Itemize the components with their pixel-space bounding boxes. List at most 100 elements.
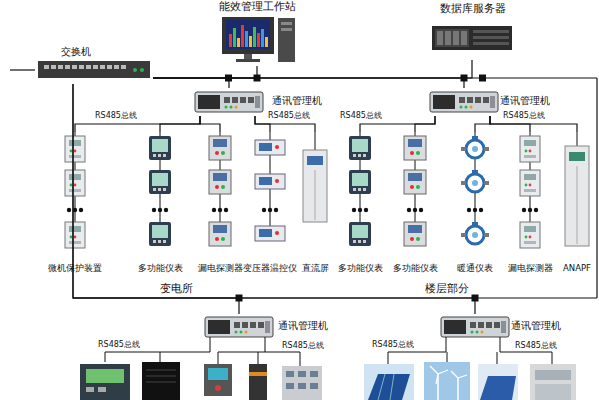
substation-equipment [86,387,94,392]
field-device-column [262,208,278,212]
rs485-link [415,116,435,132]
building-energy-equipment [451,371,458,378]
ethernet-link [73,84,239,314]
building-energy-equipment [364,362,576,400]
anapf-cabinet [569,152,585,161]
rs485-wiring [447,352,448,362]
rs485-wiring [105,337,552,366]
rs485-wiring [258,352,259,364]
ethernet-link [153,78,464,88]
field-device-column [461,222,489,244]
field-device-column [209,170,231,194]
network-switch [114,65,119,69]
ethernet-link [153,66,257,78]
comm-manager-device [195,92,509,337]
bus-label: RS485总线 [372,341,414,349]
dc-panel-cabinet [303,150,327,222]
rs485-daisy-chain [75,132,577,236]
field-device-column [349,136,371,160]
workstation-computer [257,33,260,47]
network-switch [121,65,126,69]
database-server [473,42,509,45]
comm-manager-device [430,92,498,112]
workstation-computer [249,36,252,47]
rs485-wiring [218,352,219,364]
area-label: 楼层部分 [425,283,469,294]
field-device-column [461,170,489,192]
building-energy-equipment [436,374,438,384]
bus-label: RS485总线 [503,112,545,120]
field-device-column [404,222,426,246]
field-device-column [520,222,540,248]
network-switch [51,65,56,69]
field-device-column [404,136,426,160]
field-device-column [404,170,426,194]
node-label: 通讯管理机 [511,320,561,331]
network-switch [38,61,150,78]
building-energy-equipment [530,364,576,400]
dc-panel-cabinet [307,156,323,165]
building-energy-equipment [378,374,385,400]
node-label: 通讯管理机 [278,320,328,331]
database-server [473,36,509,39]
node-label: 多功能仪表 [392,264,438,273]
network-switch [107,65,112,69]
node-label: 微机保护装置 [48,264,102,273]
node-label: 变压器温控仪 [243,264,297,273]
field-device-column [520,170,540,196]
workstation-computer [229,34,232,47]
ethernet-link [73,84,475,314]
field-device-column [349,170,371,194]
field-device-column [467,208,483,212]
workstation-computer [261,29,264,47]
database-server [432,26,512,50]
network-switch [79,65,84,69]
node-label: 能效管理工作站 [210,1,305,13]
node-label: 暖通仪表 [455,264,495,273]
network-switch [44,65,49,69]
building-energy-equipment [424,362,470,400]
field-device-column [352,208,368,212]
substation-equipment [249,364,267,400]
building-energy-equipment [430,366,438,374]
building-energy-equipment [457,378,459,400]
database-server: 数据库服务器 [425,0,520,60]
rs485-link [160,116,200,132]
workstation: 能效管理工作站 [210,0,305,66]
node-label: 直流屏 [300,264,330,273]
ethernet-link [153,78,229,88]
field-device-column [522,208,538,212]
field-device-column [520,136,540,162]
dc-panel-cabinet [315,170,316,220]
substation-equipment [86,369,124,383]
field-device-column [349,222,371,246]
substation-equipment [215,385,221,391]
database-server [432,26,512,50]
comm-manager-device [205,317,273,337]
bus-tap [479,75,486,82]
node-label: 多功能仪表 [137,264,183,273]
leakage-detector: 漏电探测器 [507,132,553,276]
field-device-column [65,222,85,248]
ethernet-link [153,60,472,78]
dc-panel: 直流屏 [300,132,330,276]
field-device-column [65,136,85,162]
comm-manager: 通讯管理机 [200,314,345,340]
field-device-column [209,222,231,246]
node-label: 通讯管理机 [500,95,550,106]
building-energy-equipment [368,374,410,400]
substation-equipment [142,362,180,400]
field-device-column [209,136,231,160]
node-label: 多功能仪表 [337,264,383,273]
bus-label: RS485总线 [340,112,382,120]
workstation-computer [245,31,248,47]
field-device-column [255,140,285,155]
substation-equipment [282,366,322,400]
building-energy-equipment [438,370,448,374]
meter-group: 多功能仪表 [137,132,183,276]
network-switch [58,65,63,69]
field-device-column [67,208,83,212]
comm-manager: 通讯管理机 [436,314,576,340]
